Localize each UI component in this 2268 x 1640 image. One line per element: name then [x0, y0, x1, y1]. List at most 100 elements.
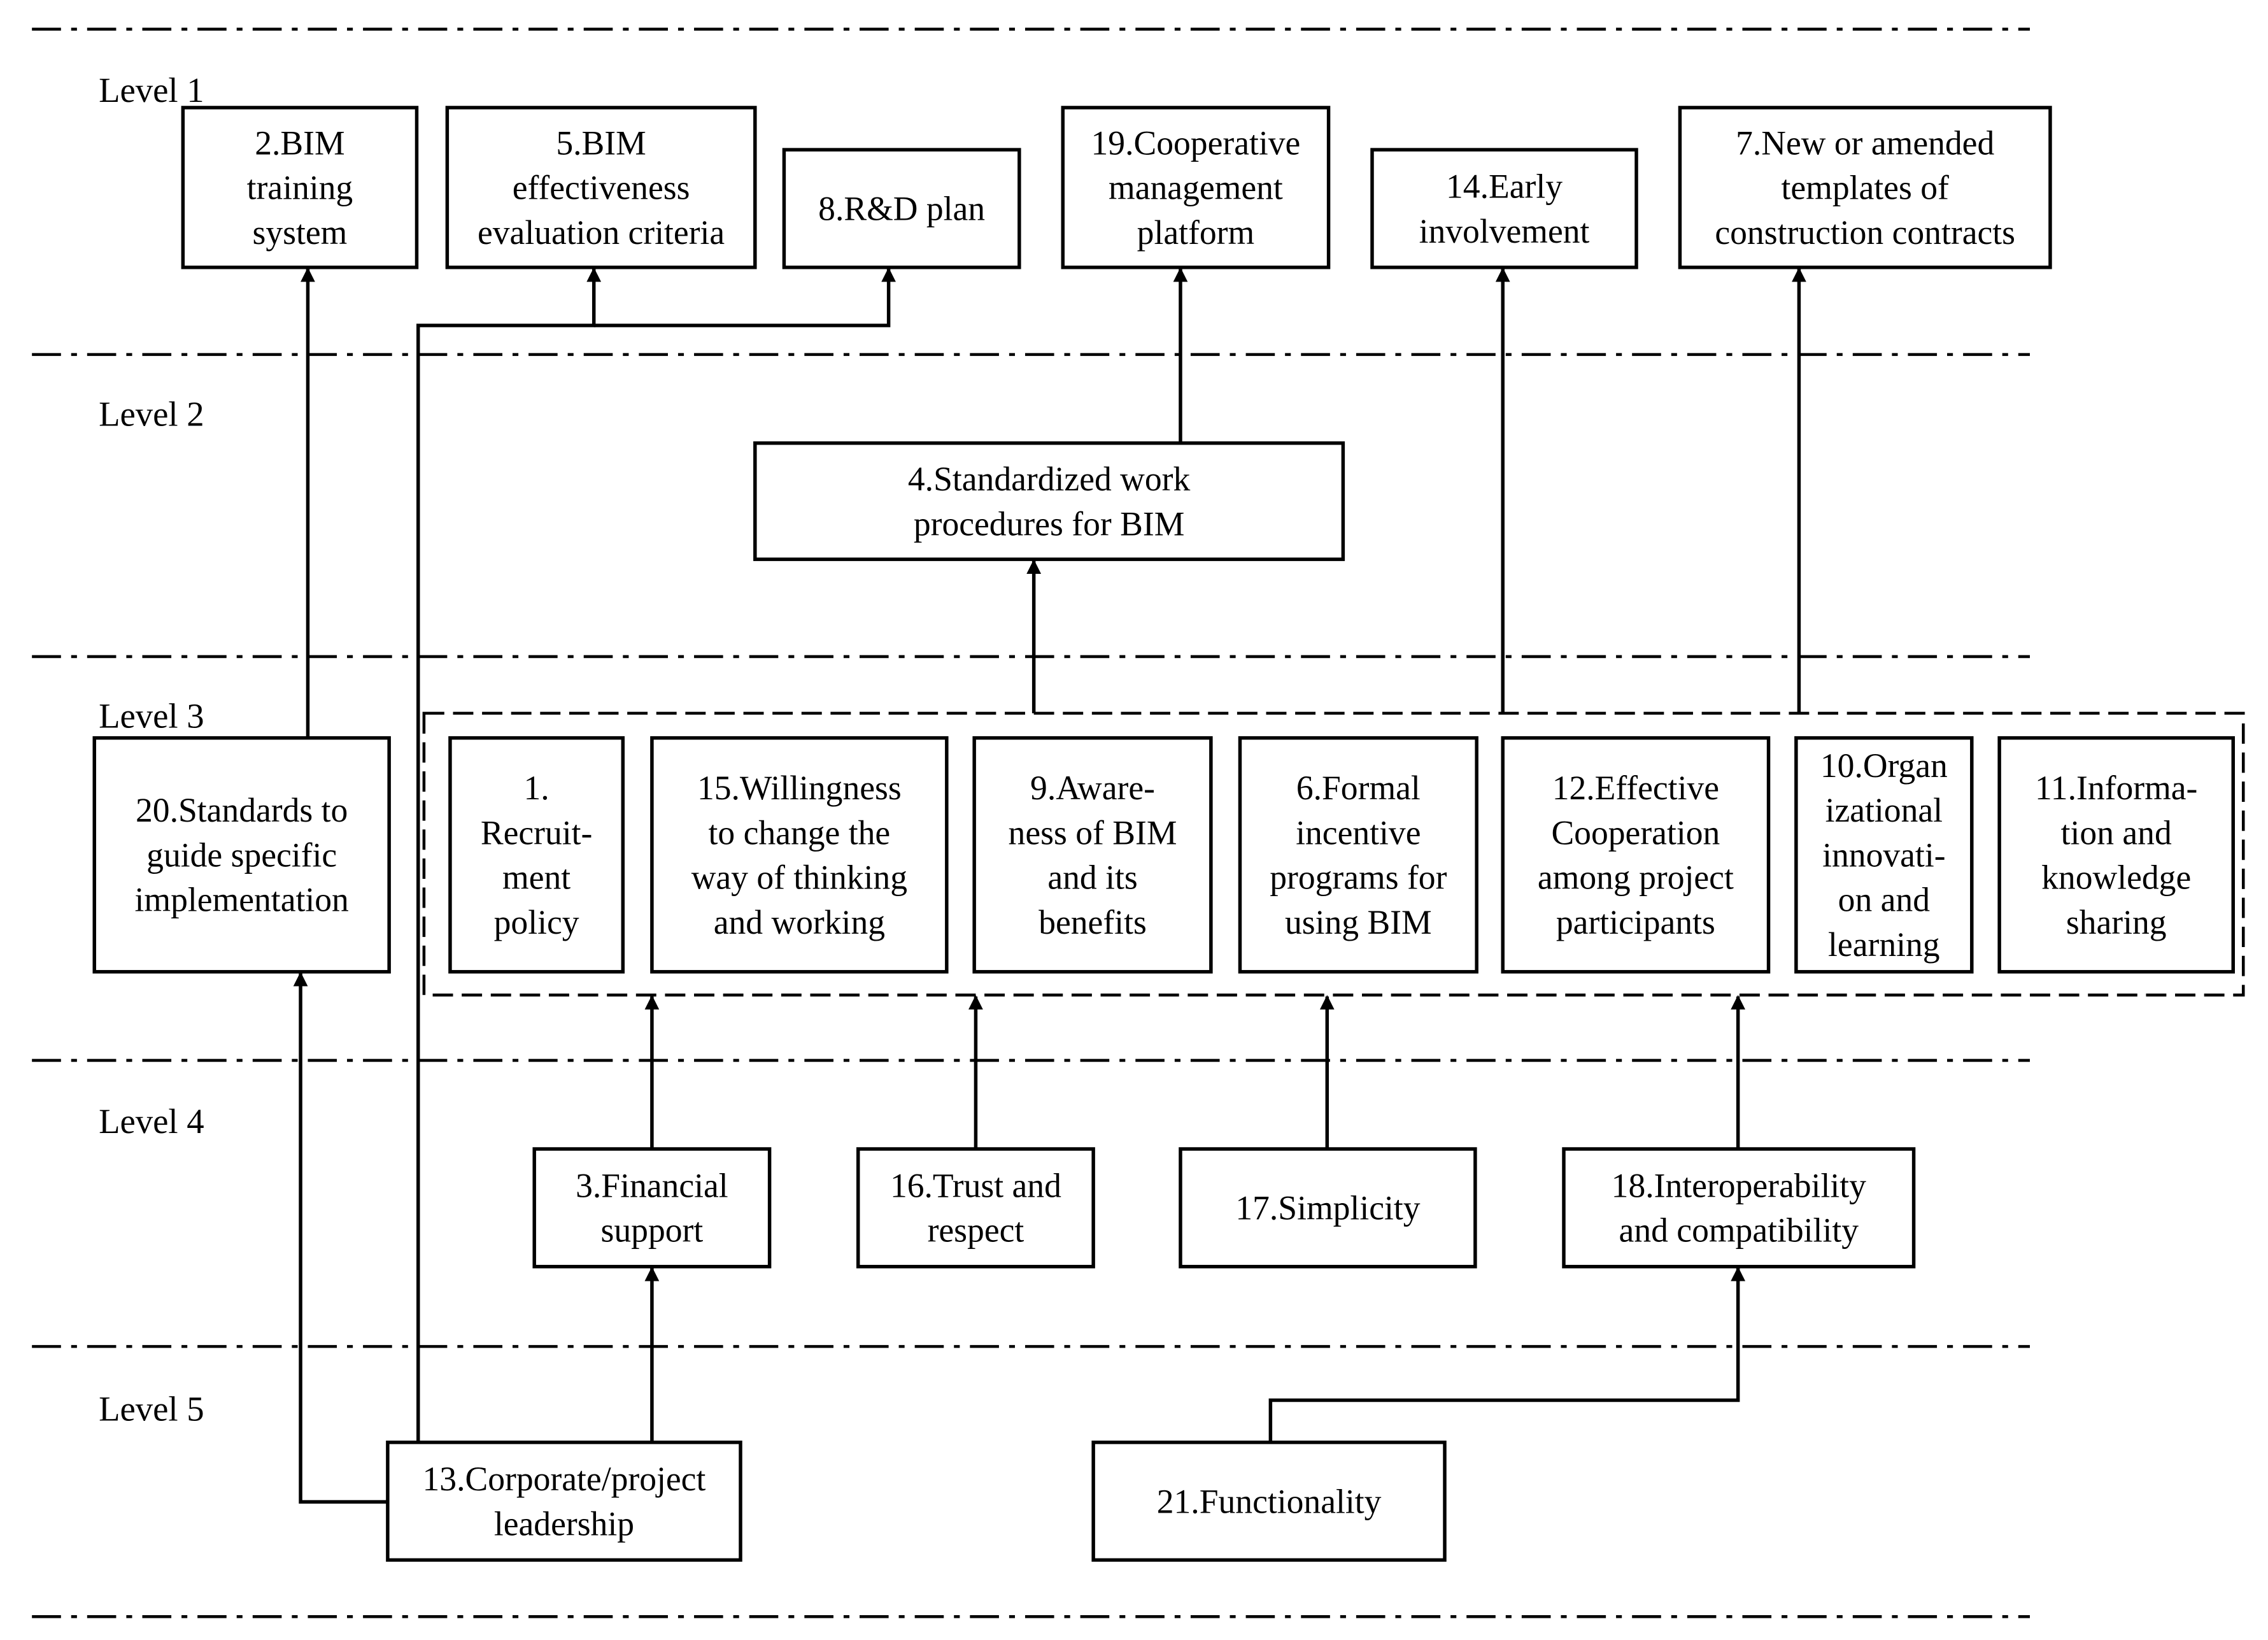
node-box: [1501, 736, 1771, 974]
node-label-line: learning: [1828, 925, 1940, 964]
node-box: [782, 148, 1021, 269]
node-label-line: 21.Functionality: [1157, 1482, 1382, 1520]
node-label-line: 19.Cooperative: [1091, 124, 1301, 162]
node-label-line: platform: [1137, 213, 1254, 252]
node-label-line: way of thinking: [691, 859, 907, 897]
edge-arrow: [416, 267, 602, 1443]
node-label-line: effectiveness: [513, 169, 690, 207]
node-n11: 11.Informa-tion and knowledge sharing: [1997, 736, 2236, 974]
node-label-line: 18.Interoperability: [1612, 1166, 1866, 1204]
node-label-line: guide specific: [146, 836, 337, 874]
node-label-line: 16.Trust and: [890, 1166, 1061, 1204]
node-n17: 17.Simplicity: [1179, 1147, 1477, 1269]
level-label: Level 4: [99, 1102, 204, 1141]
node-label-line: 20.Standards to: [136, 791, 348, 829]
node-n8: 8.R&D plan: [782, 148, 1021, 269]
level-label: Level 5: [99, 1389, 204, 1428]
node-label-line: Recruit-: [481, 813, 593, 852]
node-box: [856, 1147, 1095, 1269]
node-n15: 15.Willingness to change the way of thinki…: [650, 736, 949, 974]
node-label-line: implementation: [135, 881, 349, 919]
node-box: [1678, 106, 2052, 269]
node-label-line: sharing: [2066, 903, 2167, 941]
node-label-line: 11.Informa-: [2035, 769, 2197, 807]
node-label-line: 15.Willingness: [697, 769, 902, 807]
node-label-line: to change the: [709, 813, 891, 852]
node-box: [1794, 736, 1974, 974]
node-n6: 6.Formal incentive programs for using BIM: [1238, 736, 1478, 974]
node-label-line: programs for: [1270, 859, 1447, 897]
node-box: [1562, 1147, 1916, 1269]
node-label-line: 14.Early: [1446, 168, 1563, 206]
node-label-line: innovati-: [1822, 836, 1945, 874]
node-box: [532, 1147, 772, 1269]
node-label-line: templates of: [1782, 169, 1949, 207]
node-n9: 9.Aware-ness of BIM and its benefits: [972, 736, 1213, 974]
node-n3: 3.Financial support: [532, 1147, 772, 1269]
node-label-line: ness of BIM: [1009, 813, 1177, 852]
node-box: [1370, 148, 1638, 269]
node-label-line: 7.New or amended: [1736, 124, 1994, 162]
node-label-line: construction contracts: [1715, 213, 2015, 252]
node-box: [1238, 736, 1478, 974]
node-label-line: participants: [1556, 903, 1715, 941]
node-box: [650, 736, 949, 974]
node-box: [181, 106, 419, 269]
node-box: [1179, 1147, 1477, 1269]
node-label-line: 3.Financial: [576, 1166, 728, 1204]
level-label: Level 3: [99, 697, 204, 736]
node-label-line: procedures for BIM: [914, 504, 1185, 543]
level-label: Level 1: [99, 71, 204, 110]
node-label-line: 13.Corporate/project: [423, 1460, 706, 1498]
node-label-line: evaluation criteria: [478, 213, 725, 252]
node-n18: 18.Interoperability and compatibility: [1562, 1147, 1916, 1269]
node-label-line: izational: [1825, 791, 1943, 829]
node-label-line: benefits: [1038, 903, 1147, 941]
node-label-line: 2.BIM: [255, 124, 344, 162]
node-box: [445, 106, 757, 269]
node-box: [448, 736, 625, 974]
edge-arrow: [293, 971, 388, 1504]
node-label-line: and compatibility: [1619, 1211, 1859, 1250]
node-n5: 5.BIM effectiveness evaluation criteria: [445, 106, 757, 269]
node-label-line: on and: [1838, 881, 1931, 919]
node-label-line: management: [1109, 169, 1283, 207]
node-label-line: 8.R&D plan: [818, 190, 985, 228]
node-label-line: ment: [502, 859, 571, 897]
level-label: Level 2: [99, 394, 204, 433]
node-n20: 20.Standards to guide specific implementat…: [92, 736, 391, 974]
node-box: [1997, 736, 2236, 974]
node-label-line: 5.BIM: [556, 124, 646, 162]
node-label-line: 9.Aware-: [1030, 769, 1155, 807]
node-label-line: 6.Formal: [1296, 769, 1421, 807]
node-label-line: 1.: [524, 769, 549, 807]
node-n2: 2.BIM training system: [181, 106, 419, 269]
node-label-line: among project: [1538, 859, 1734, 897]
node-label-line: system: [252, 213, 347, 252]
node-box: [386, 1440, 742, 1562]
node-label-line: knowledge: [2041, 859, 2191, 897]
node-label-line: and its: [1047, 859, 1137, 897]
node-label-line: policy: [494, 903, 579, 941]
node-label-line: 4.Standardized work: [908, 460, 1191, 498]
node-n4: 4.Standardized work procedures for BIM: [753, 441, 1345, 561]
node-label-line: 10.Organ: [1820, 746, 1948, 785]
node-box: [1061, 106, 1331, 269]
node-label-line: using BIM: [1285, 903, 1432, 941]
node-label-line: incentive: [1296, 813, 1421, 852]
node-n1: 1. Recruit-ment policy: [448, 736, 625, 974]
node-box: [1091, 1440, 1447, 1562]
edge-arrow: [1268, 1266, 1746, 1443]
node-label-line: tion and: [2061, 813, 2172, 852]
node-label-line: 12.Effective: [1552, 769, 1719, 807]
node-label-line: training: [247, 169, 353, 207]
node-label-line: support: [601, 1211, 704, 1250]
node-box: [92, 736, 391, 974]
node-n21: 21.Functionality: [1091, 1440, 1447, 1562]
